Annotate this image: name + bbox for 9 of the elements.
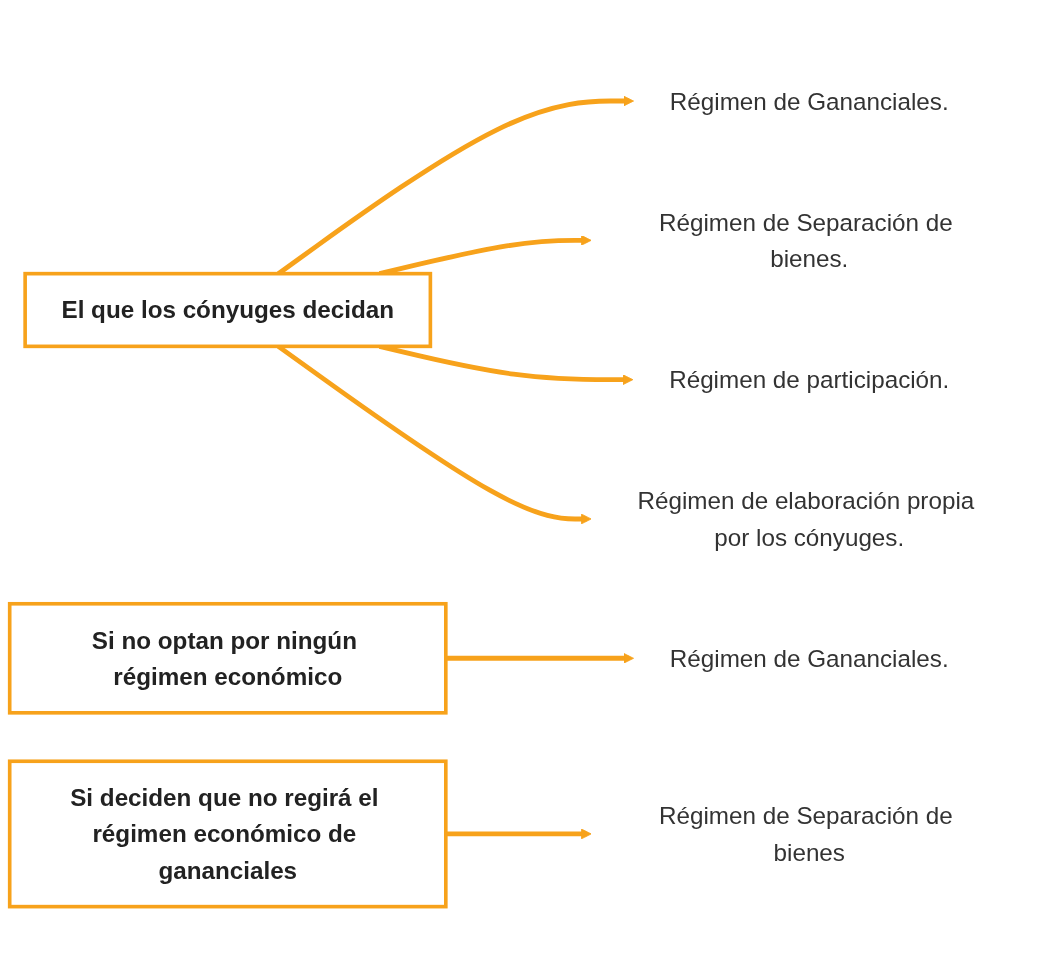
node-box: Si deciden que no regirá el régimen económico de gananciales (7, 759, 448, 909)
node-box: Si no optan por ningún régimen económico (7, 601, 448, 715)
node-text: Régimen de elaboración propia por los cónyuges. (637, 487, 975, 551)
node-box: El que los cónyuges decidan (23, 271, 433, 348)
node-text: Régimen de Separación de bienes (659, 802, 953, 866)
node-text: Régimen de Gananciales. (669, 644, 949, 672)
node-text: Régimen de Separación de bienes. (659, 208, 953, 272)
node-text: Régimen de participación. (669, 366, 950, 393)
node-text: Régimen de Gananciales. (669, 87, 949, 115)
